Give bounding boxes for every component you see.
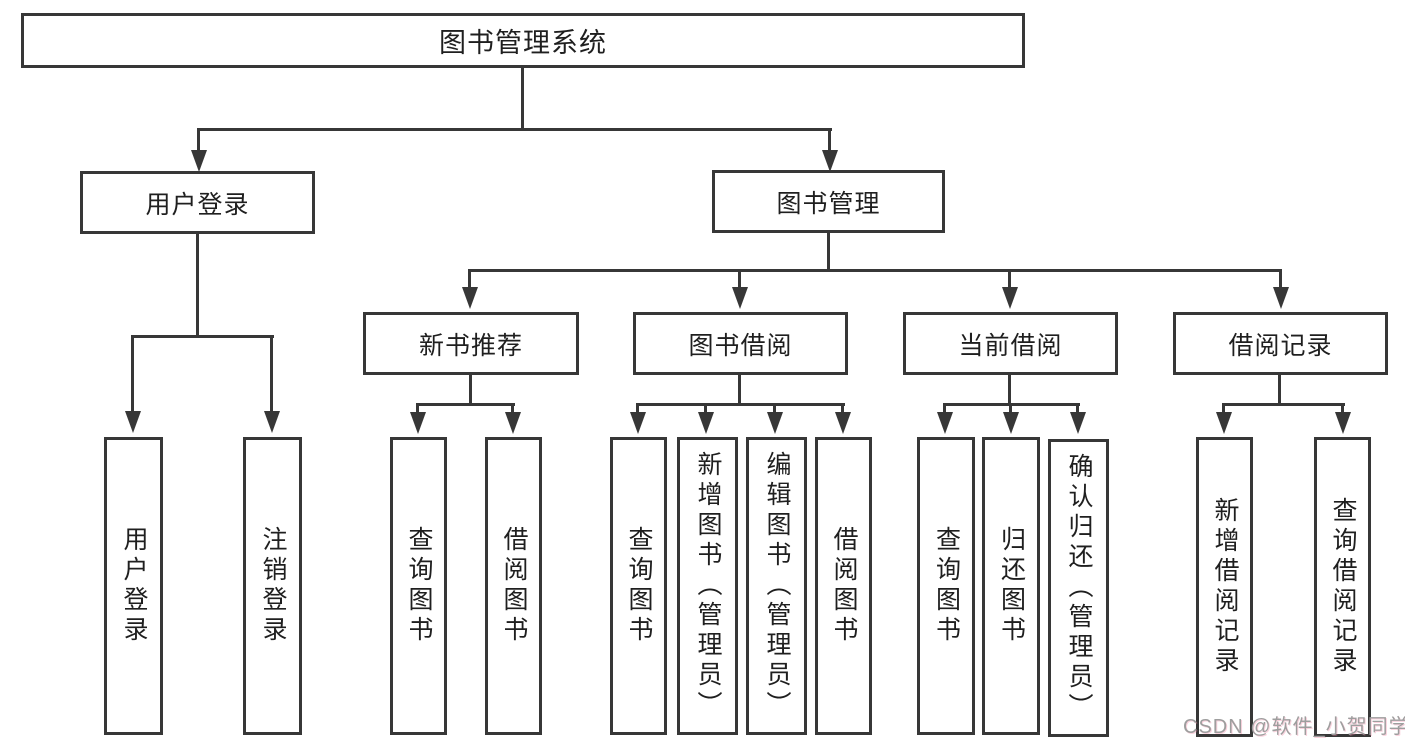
connector-sec4-drop-2	[1341, 403, 1344, 413]
arrowhead-down-icon	[1070, 412, 1086, 434]
connector-login-drop-2	[270, 335, 273, 412]
connector-sec2-drop-1	[636, 403, 639, 413]
arrowhead-down-icon	[264, 411, 280, 433]
connector-sec2-hbar	[636, 403, 845, 406]
arrowhead-down-icon	[767, 412, 783, 434]
connector-root-stem	[521, 67, 524, 129]
leaf-user-login: 用户登录	[104, 437, 163, 735]
connector-mgmt-drop-3	[1008, 269, 1011, 288]
arrowhead-down-icon	[1335, 412, 1351, 434]
leaf-borrow-borrow-book-label: 借阅图书	[830, 526, 858, 646]
leaf-borrow-borrow-book: 借阅图书	[815, 437, 872, 735]
leaf-recommend-query-book-label: 查询图书	[405, 526, 433, 646]
connector-sec1-drop-2	[511, 403, 514, 413]
leaf-current-confirm-return-label: 确认归还（管理员）	[1065, 453, 1093, 723]
node-borrow-records: 借阅记录	[1173, 312, 1388, 375]
leaf-records-query-record-label: 查询借阅记录	[1329, 497, 1357, 677]
arrowhead-down-icon	[1002, 287, 1018, 309]
connector-root-hbar	[197, 128, 832, 131]
arrowhead-down-icon	[505, 412, 521, 434]
arrowhead-down-icon	[462, 287, 478, 309]
leaf-current-query-book-label: 查询图书	[932, 526, 961, 646]
arrowhead-down-icon	[822, 150, 838, 172]
node-book-borrow-label: 图书借阅	[688, 331, 793, 360]
connector-sec3-drop-1	[943, 403, 946, 413]
leaf-records-add-record: 新增借阅记录	[1196, 437, 1253, 737]
leaf-logout: 注销登录	[243, 437, 302, 735]
connector-root-drop-left	[197, 128, 200, 152]
arrowhead-down-icon	[1273, 287, 1289, 309]
leaf-records-query-record: 查询借阅记录	[1314, 437, 1371, 737]
connector-sec1-drop-1	[416, 403, 419, 413]
leaf-logout-label: 注销登录	[259, 526, 287, 646]
arrowhead-down-icon	[1216, 412, 1232, 434]
leaf-recommend-borrow-book-label: 借阅图书	[500, 526, 528, 646]
connector-login-drop-1	[131, 335, 134, 412]
leaf-borrow-query-book: 查询图书	[610, 437, 667, 735]
node-root-label: 图书管理系统	[439, 28, 607, 58]
connector-login-stem	[196, 233, 199, 337]
connector-sec2-stem	[738, 374, 741, 406]
watermark: CSDN @软件_小贺同学	[1183, 716, 1405, 738]
connector-sec1-hbar	[416, 403, 515, 406]
connector-mgmt-drop-4	[1279, 269, 1282, 288]
leaf-records-add-record-label: 新增借阅记录	[1211, 497, 1239, 677]
node-user-login: 用户登录	[80, 171, 315, 234]
arrowhead-down-icon	[125, 411, 141, 433]
arrowhead-down-icon	[1003, 412, 1019, 434]
node-user-login-label: 用户登录	[145, 190, 250, 219]
leaf-current-query-book: 查询图书	[917, 437, 975, 735]
connector-mgmt-hbar	[468, 269, 1282, 272]
connector-mgmt-stem	[827, 232, 830, 272]
node-new-book-recommend: 新书推荐	[363, 312, 579, 375]
arrowhead-down-icon	[835, 412, 851, 434]
connector-sec2-drop-3	[773, 403, 776, 413]
connector-sec3-drop-2	[1009, 403, 1012, 413]
connector-mgmt-drop-1	[468, 269, 471, 288]
connector-root-drop-right	[828, 128, 831, 152]
leaf-current-return-book-label: 归还图书	[997, 526, 1026, 646]
arrowhead-down-icon	[937, 412, 953, 434]
node-borrow-records-label: 借阅记录	[1228, 331, 1333, 360]
node-root: 图书管理系统	[21, 13, 1025, 68]
leaf-borrow-edit-book-label: 编辑图书（管理员）	[763, 451, 791, 721]
leaf-borrow-query-book-label: 查询图书	[625, 526, 653, 646]
arrowhead-down-icon	[630, 412, 646, 434]
connector-sec4-hbar	[1222, 403, 1345, 406]
node-book-management: 图书管理	[712, 170, 945, 233]
arrowhead-down-icon	[732, 287, 748, 309]
node-book-management-label: 图书管理	[776, 189, 881, 218]
node-current-borrow-label: 当前借阅	[958, 331, 1063, 360]
leaf-recommend-query-book: 查询图书	[390, 437, 447, 735]
connector-sec4-drop-1	[1222, 403, 1225, 413]
leaf-borrow-edit-book: 编辑图书（管理员）	[746, 437, 807, 735]
node-current-borrow: 当前借阅	[903, 312, 1118, 375]
connector-sec3-stem	[1008, 374, 1011, 406]
node-new-book-recommend-label: 新书推荐	[418, 331, 523, 360]
connector-login-hbar	[131, 335, 274, 338]
leaf-recommend-borrow-book: 借阅图书	[485, 437, 542, 735]
arrowhead-down-icon	[698, 412, 714, 434]
connector-sec2-drop-2	[704, 403, 707, 413]
connector-sec2-drop-4	[841, 403, 844, 413]
connector-mgmt-drop-2	[738, 269, 741, 288]
leaf-current-confirm-return: 确认归还（管理员）	[1048, 439, 1109, 737]
node-book-borrow: 图书借阅	[633, 312, 848, 375]
arrowhead-down-icon	[410, 412, 426, 434]
connector-sec3-drop-3	[1076, 403, 1079, 413]
leaf-current-return-book: 归还图书	[982, 437, 1040, 735]
connector-sec4-stem	[1278, 374, 1281, 406]
leaf-user-login-label: 用户登录	[120, 526, 148, 646]
leaf-borrow-add-book-label: 新增图书（管理员）	[694, 451, 722, 721]
leaf-borrow-add-book: 新增图书（管理员）	[677, 437, 738, 735]
arrowhead-down-icon	[191, 150, 207, 172]
connector-sec1-stem	[469, 374, 472, 406]
